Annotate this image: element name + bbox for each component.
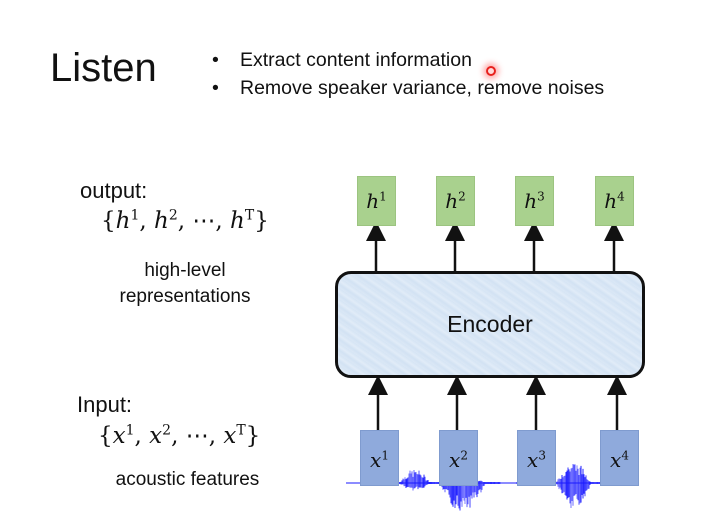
brace-close: } bbox=[245, 423, 261, 449]
description-line: high-level bbox=[144, 260, 226, 281]
brace-open: { bbox=[98, 423, 113, 449]
input-box-x2: x2 bbox=[439, 430, 478, 486]
bullet-item: Extract content information bbox=[212, 46, 604, 74]
bullet-item: Remove speaker variance, remove noises bbox=[212, 74, 604, 102]
term: ⋯ bbox=[185, 423, 209, 449]
h1-symbol: h1 bbox=[366, 189, 387, 213]
output-description: high-level representations bbox=[100, 258, 270, 310]
input-description: acoustic features bbox=[115, 469, 260, 490]
input-box-x3: x3 bbox=[517, 430, 556, 486]
brace-open: { bbox=[101, 208, 116, 234]
output-box-h1: h1 bbox=[357, 176, 396, 226]
output-box-h4: h4 bbox=[595, 176, 634, 226]
term: ⋯ bbox=[192, 208, 216, 234]
output-label: output: bbox=[80, 178, 148, 203]
h2-symbol: h2 bbox=[445, 189, 466, 213]
encoder-block: Encoder bbox=[335, 271, 645, 378]
term: x1 bbox=[112, 422, 135, 449]
laser-pointer-dot bbox=[486, 66, 496, 76]
input-set-formula: {x1, x2, ⋯, xT} bbox=[98, 422, 261, 449]
input-box-x4: x4 bbox=[600, 430, 639, 486]
x2-symbol: x2 bbox=[449, 448, 468, 472]
output-box-h2: h2 bbox=[436, 176, 475, 226]
input-label: Input: bbox=[77, 392, 133, 417]
term: xT bbox=[223, 422, 246, 449]
description-line: representations bbox=[119, 286, 251, 307]
bullet-list: Extract content information Remove speak… bbox=[212, 46, 604, 102]
term: x2 bbox=[149, 422, 172, 449]
x1-symbol: x1 bbox=[370, 448, 389, 472]
x4-symbol: x4 bbox=[610, 448, 629, 472]
h3-symbol: h3 bbox=[524, 189, 545, 213]
x3-symbol: x3 bbox=[527, 448, 546, 472]
input-box-x1: x1 bbox=[360, 430, 399, 486]
output-set-formula: {h1, h2, ⋯, hT} bbox=[101, 207, 269, 234]
term: h1 bbox=[115, 207, 140, 234]
brace-close: } bbox=[254, 208, 269, 234]
slide-title: Listen bbox=[50, 46, 157, 90]
encoder-label: Encoder bbox=[447, 311, 533, 337]
output-box-h3: h3 bbox=[515, 176, 554, 226]
term: hT bbox=[230, 207, 255, 234]
term: h2 bbox=[154, 207, 178, 234]
h4-symbol: h4 bbox=[604, 189, 625, 213]
